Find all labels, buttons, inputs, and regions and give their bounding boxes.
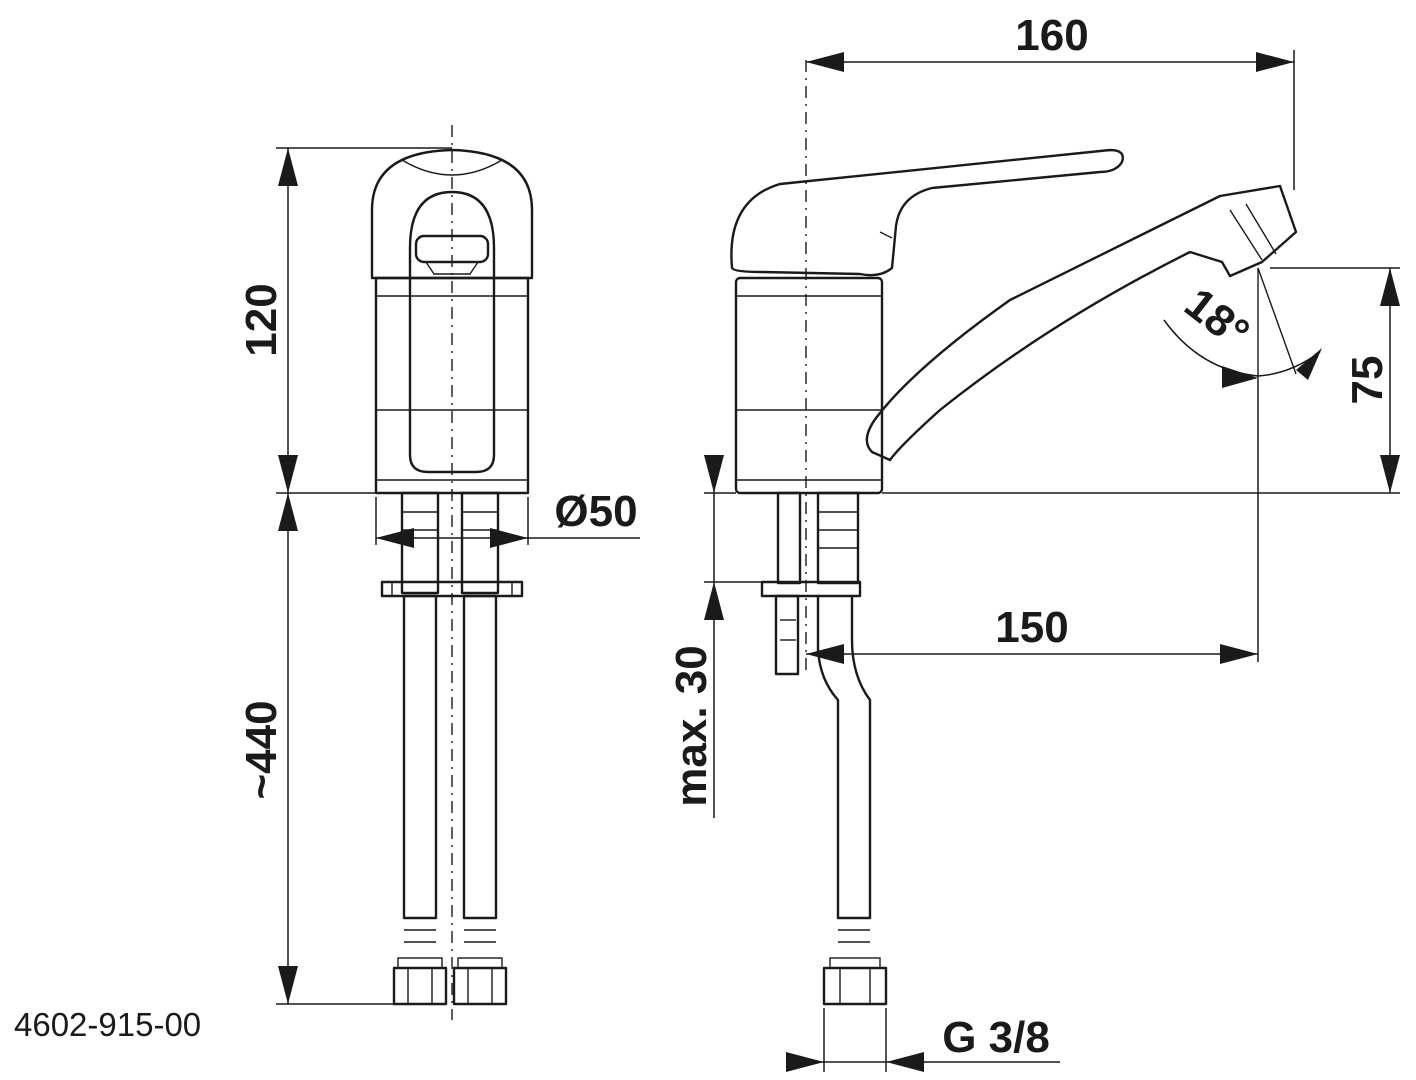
dimension-lines: [276, 50, 1400, 1072]
dim-120: 120: [237, 283, 286, 356]
dim-440: ~440: [237, 700, 286, 799]
front-handle-cap: [370, 148, 534, 280]
side-hex-nut: [822, 966, 888, 1006]
threaded-rod: [774, 594, 800, 676]
side-body: [734, 276, 884, 495]
front-body: [374, 276, 530, 495]
spout: [865, 184, 1298, 462]
aerator-mesh: [424, 261, 480, 275]
dim-thread-g38: G 3/8: [942, 1013, 1050, 1062]
dim-75: 75: [1343, 356, 1392, 405]
side-hose: [816, 594, 872, 920]
part-number: 4602-915-00: [14, 1006, 201, 1043]
dim-160: 160: [1015, 11, 1088, 60]
supply-shank: [776, 491, 802, 585]
side-view: [730, 60, 1298, 1006]
front-handle-top-line: [401, 159, 503, 176]
side-bracket: [760, 580, 862, 598]
front-hoses: [380, 491, 524, 1006]
front-spout-loop: [408, 190, 496, 474]
lever-handle: [730, 148, 1124, 277]
dim-150: 150: [995, 603, 1068, 652]
dim-diameter-50: Ø50: [554, 487, 637, 536]
dim-max-30: max. 30: [667, 645, 716, 806]
side-hose-fitting: [816, 491, 860, 585]
front-view: [370, 125, 534, 1020]
